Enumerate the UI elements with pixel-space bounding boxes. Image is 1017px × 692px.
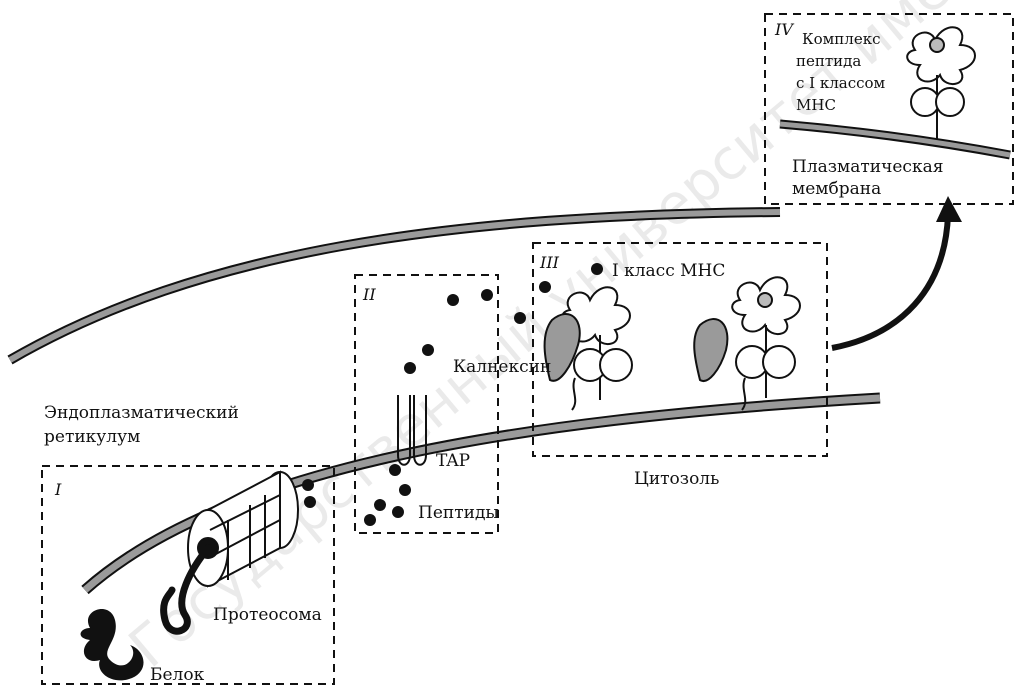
label-tap: TAP	[436, 451, 470, 471]
label-plasma-line1: Плазматическая	[792, 157, 943, 177]
label-er-line1: Эндоплазматический	[44, 403, 239, 423]
plasma-membrane	[780, 124, 1010, 155]
panel-II-numeral: II	[362, 285, 376, 304]
label-complex-line2: пептида	[796, 52, 861, 70]
panel-III-numeral: III	[539, 253, 560, 272]
label-complex-line1: Комплекс	[802, 30, 881, 48]
label-complex-line3: с I классом	[796, 74, 886, 92]
label-mhc-class1: I класс МНС	[612, 261, 725, 281]
mhc-complex-surface	[907, 27, 975, 140]
label-cytosol: Цитозоль	[634, 469, 719, 489]
label-protein: Белок	[150, 665, 205, 685]
peptide-dot	[302, 479, 314, 491]
calnexin-shape-2	[694, 319, 727, 381]
label-er-line2: ретикулум	[44, 427, 140, 447]
panel-IV-numeral: IV	[774, 20, 794, 39]
panel-I-numeral: I	[54, 480, 62, 499]
label-proteasome: Протеосома	[213, 605, 322, 625]
label-complex-line4: МНС	[796, 96, 836, 114]
label-calnexin: Калнексин	[453, 357, 551, 377]
mhc-molecule-2	[732, 277, 800, 410]
label-peptides: Пептиды	[418, 503, 499, 523]
label-plasma-line2: мембрана	[792, 179, 881, 199]
peptide-dot	[304, 496, 316, 508]
transport-arrow	[832, 196, 962, 348]
